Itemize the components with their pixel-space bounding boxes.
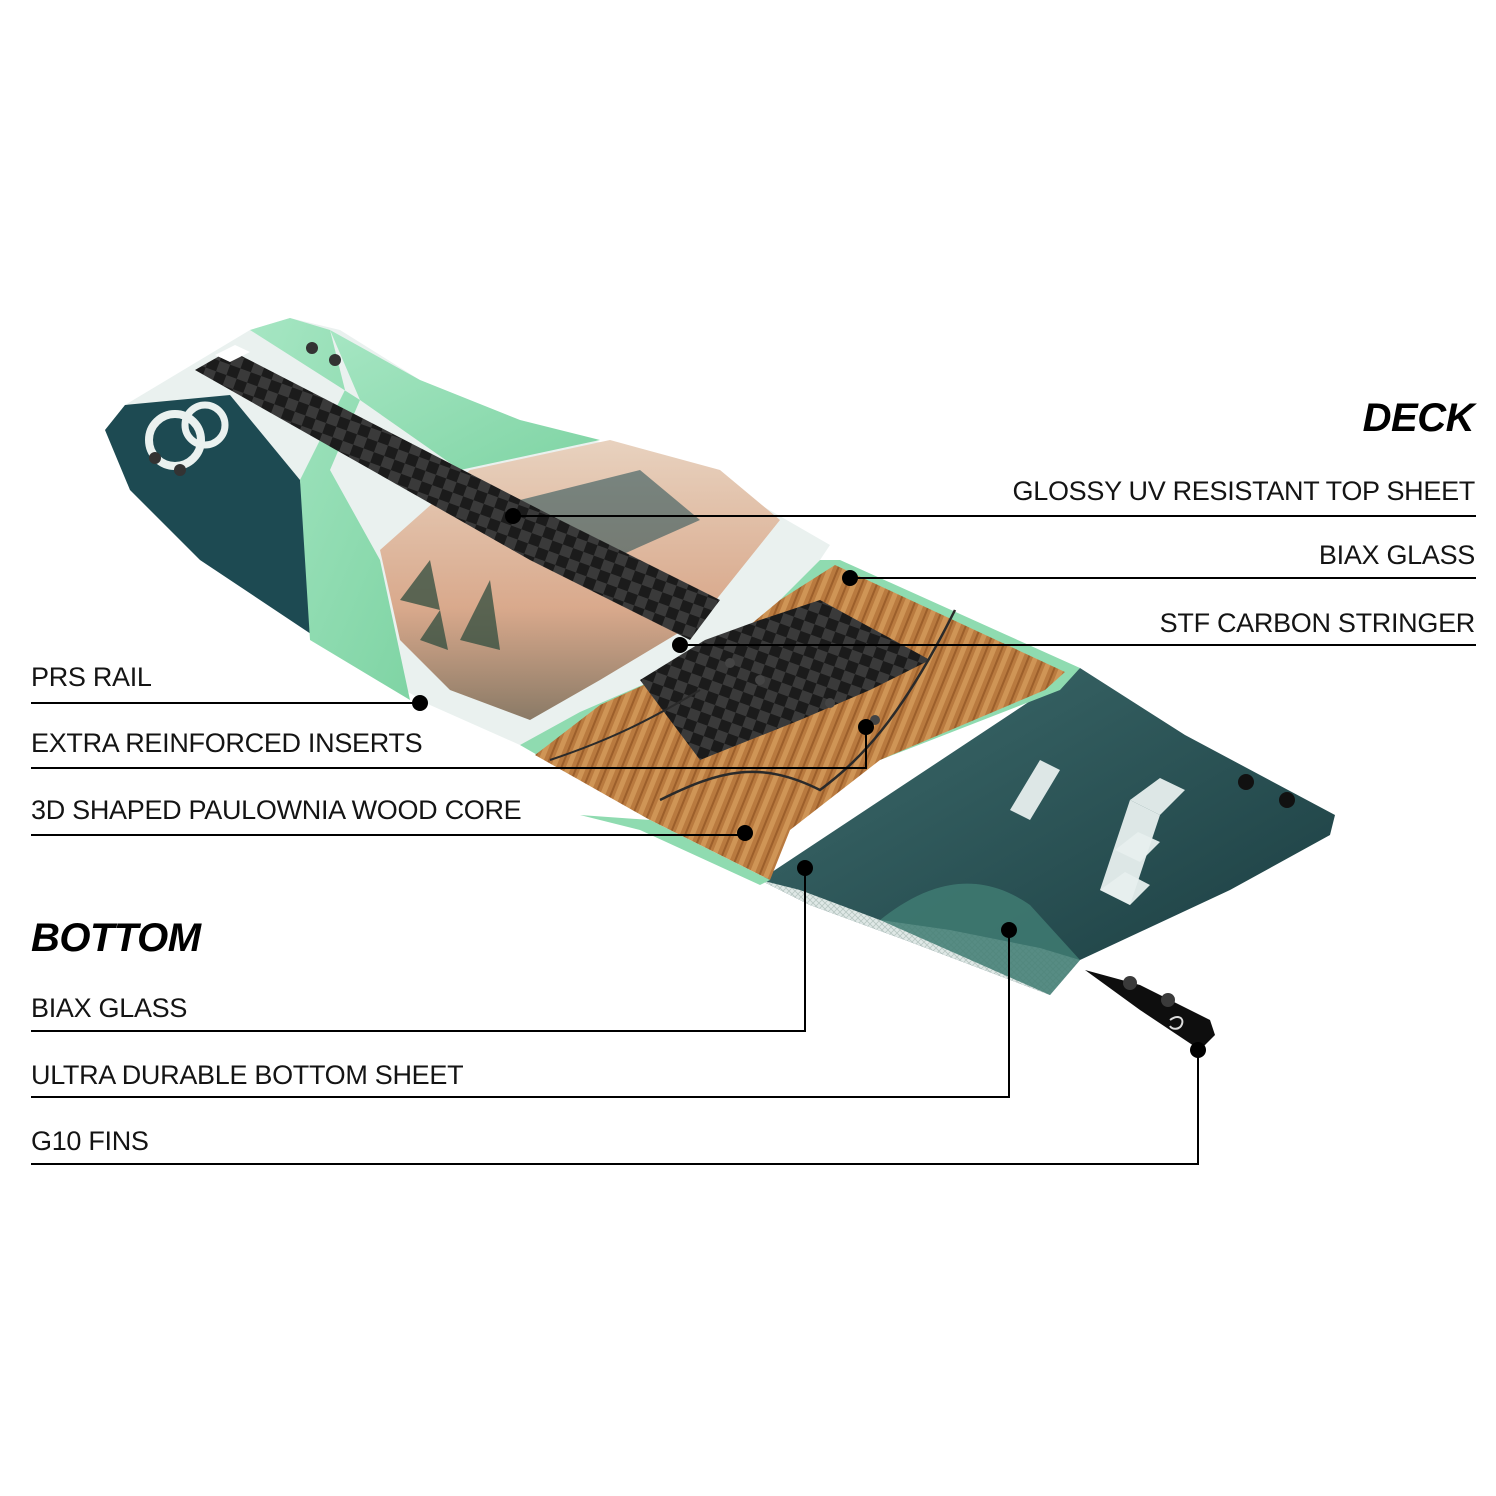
label-bottom-biax-glass: BIAX GLASS [31,993,188,1023]
leader-bottom-biax-glass [31,868,806,1032]
dot-bottom-sheet [1001,922,1017,938]
label-wood-core: 3D SHAPED PAULOWNIA WOOD CORE [31,795,522,825]
dot-wood-core [737,825,753,841]
wood-core-cutaway [520,560,1080,885]
board-bottom-layer [760,668,1335,995]
label-stf-carbon-stringer: STF CARBON STRINGER [1159,608,1476,638]
deck-heading: DECK [1362,396,1475,440]
label-extra-reinforced-inserts: EXTRA REINFORCED INSERTS [31,728,423,758]
dot-stf-carbon-stringer [672,637,688,653]
g10-fin [1085,970,1215,1050]
leader-bottom-sheet [31,930,1010,1098]
label-bottom-sheet: ULTRA DURABLE BOTTOM SHEET [31,1060,464,1090]
dot-bottom-biax-glass [797,860,813,876]
dot-extra-reinforced-inserts [858,719,874,735]
bottom-heading: BOTTOM [31,916,201,960]
leader-g10-fins [31,1050,1199,1165]
dot-glossy-top-sheet [505,508,521,524]
label-deck-biax-glass: BIAX GLASS [1318,540,1475,570]
dot-g10-fins [1190,1042,1206,1058]
label-glossy-top-sheet: GLOSSY UV RESISTANT TOP SHEET [1012,476,1476,506]
label-g10-fins: G10 FINS [31,1126,149,1156]
dot-prs-rail [412,695,428,711]
dot-deck-biax-glass [842,570,858,586]
label-prs-rail: PRS RAIL [31,662,152,692]
leader-extra-reinforced-inserts [31,727,867,769]
leader-dots [412,508,1206,1058]
leader-lines [31,515,1476,1165]
